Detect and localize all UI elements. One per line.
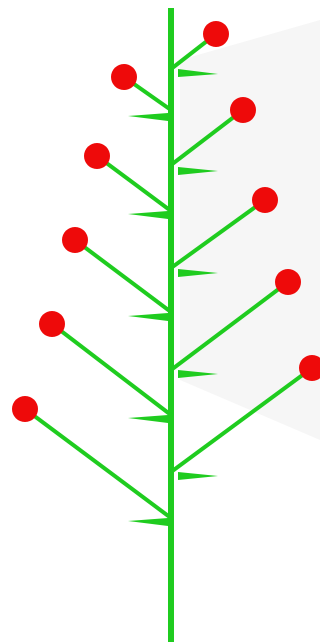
- fruit-left-4: [39, 311, 65, 337]
- branch-left-5: [25, 409, 171, 518]
- branch-left-4: [52, 324, 171, 415]
- fruit-right-3: [252, 187, 278, 213]
- fruit-right-4: [275, 269, 301, 295]
- branch-left-3: [75, 240, 171, 312]
- leaf-9: [178, 472, 218, 480]
- branch-left-2: [97, 156, 171, 211]
- leaf-4: [128, 211, 168, 219]
- fruit-left-1: [111, 64, 137, 90]
- fruit-right-2: [230, 97, 256, 123]
- leaf-2: [128, 113, 168, 121]
- leaf-10: [128, 518, 168, 526]
- fruit-right-1: [203, 21, 229, 47]
- leaf-8: [128, 415, 168, 423]
- fruit-left-3: [62, 227, 88, 253]
- fruit-left-5: [12, 396, 38, 422]
- fruit-left-2: [84, 143, 110, 169]
- leaf-6: [128, 313, 168, 321]
